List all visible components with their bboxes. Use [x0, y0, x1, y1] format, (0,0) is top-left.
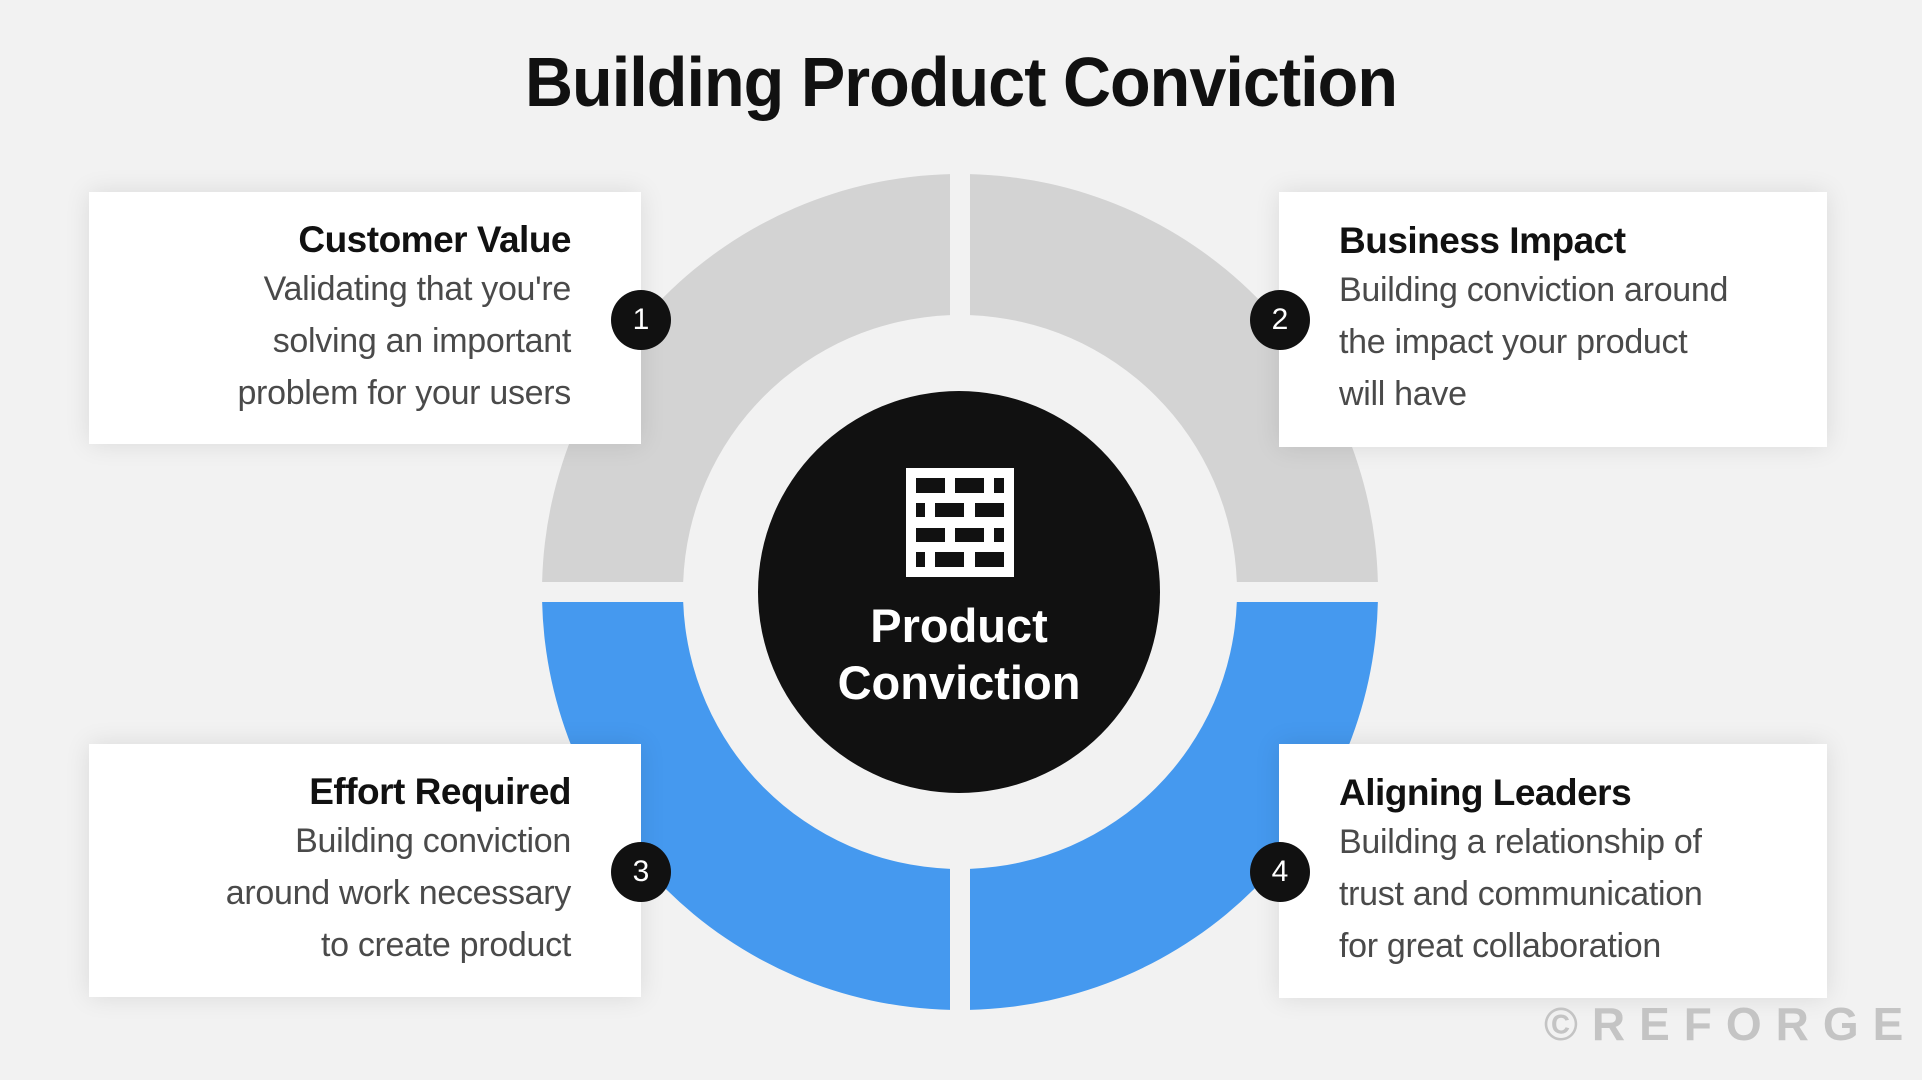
step-badge-2: 2 [1250, 290, 1310, 350]
ring-segment-effort-required [542, 602, 950, 1010]
card-effort-required: Effort Required Building conviction arou… [89, 744, 641, 997]
step-badge-3: 3 [611, 842, 671, 902]
step-badge-1: 1 [611, 290, 671, 350]
card-title: Aligning Leaders [1339, 772, 1632, 813]
card-title: Effort Required [309, 771, 571, 812]
page-title: Building Product Conviction [524, 43, 1398, 121]
brick-wall-icon [906, 468, 1014, 577]
core-label: Product Conviction [837, 599, 1081, 709]
card-business-impact: Business Impact Building conviction arou… [1279, 192, 1827, 447]
card-description: Building conviction around the impact yo… [1339, 271, 1729, 413]
reforge-watermark: ©REFORGE [1544, 998, 1918, 1050]
step-badge-4: 4 [1250, 842, 1310, 902]
card-description: Validating that you're solving an import… [237, 270, 571, 412]
card-customer-value: Customer Value Validating that you're so… [89, 192, 641, 444]
product-conviction-core: Product Conviction [758, 391, 1160, 793]
card-description: Building a relationship of trust and com… [1339, 823, 1703, 965]
ring-segment-business-impact [970, 174, 1378, 582]
card-title: Customer Value [298, 219, 571, 260]
card-aligning-leaders: Aligning Leaders Building a relationship… [1279, 744, 1827, 998]
ring-segment-customer-value [542, 174, 950, 582]
ring-segment-aligning-leaders [970, 602, 1378, 1010]
card-description: Building conviction around work necessar… [225, 822, 572, 964]
card-title: Business Impact [1339, 220, 1626, 261]
